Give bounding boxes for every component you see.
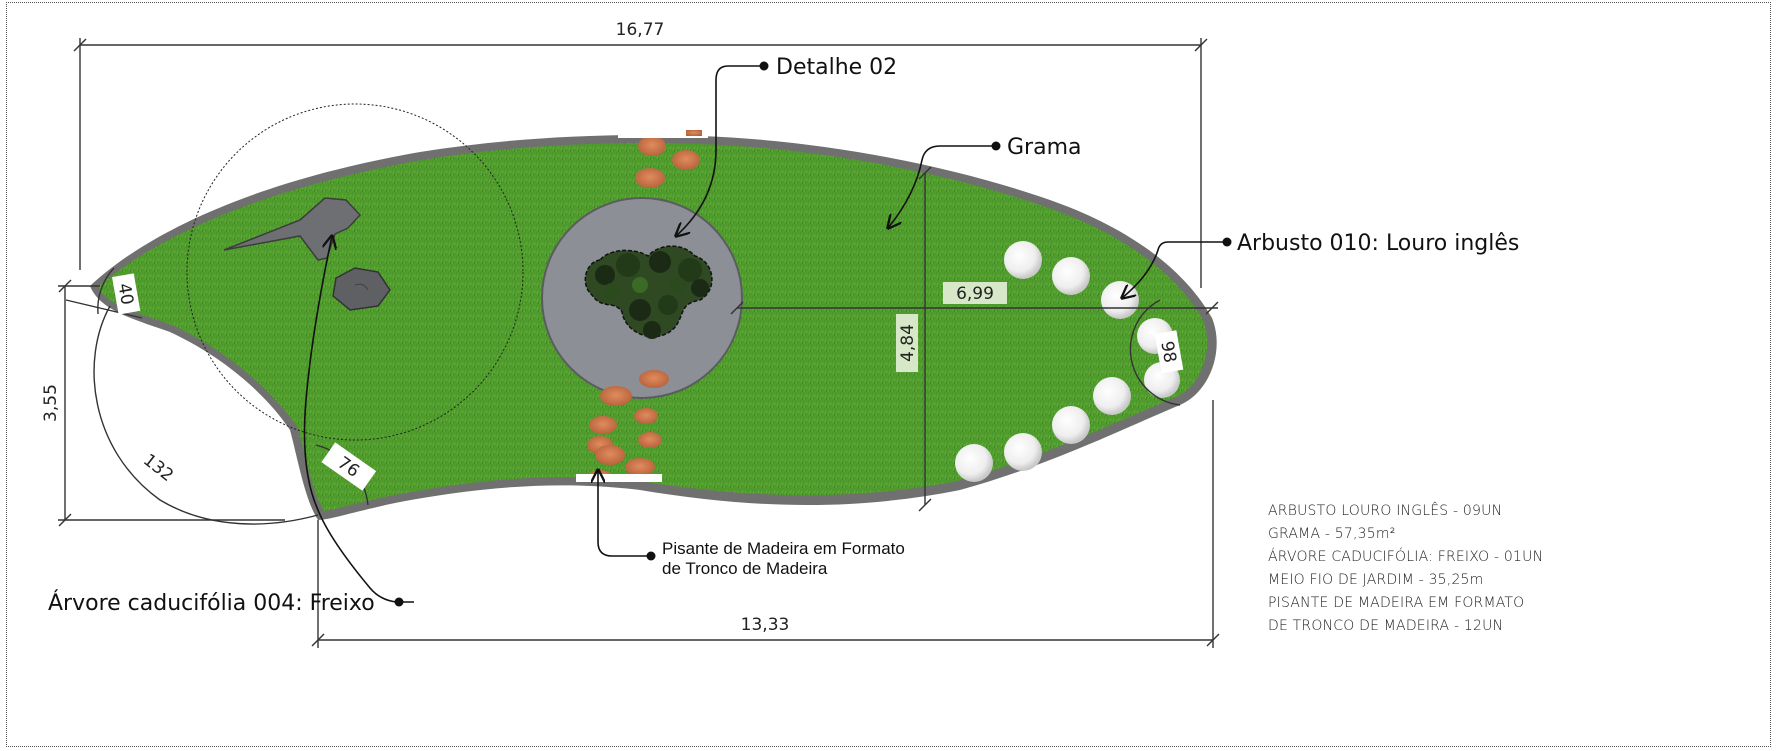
legend-item: ARBUSTO LOURO INGLÊS - 09UN (1268, 503, 1503, 519)
legend-item: MEIO FIO DE JARDIM - 35,25m (1268, 572, 1484, 588)
callout-detail: Detalhe 02 (676, 55, 897, 236)
legend-item: ÁRVORE CADUCIFÓLIA: FREIXO - 01UN (1268, 549, 1544, 565)
dimension-lines (58, 38, 1220, 648)
legend-item: PISANTE DE MADEIRA EM FORMATO (1268, 595, 1525, 611)
callout-stepping-line2: de Tronco de Madeira (662, 559, 828, 578)
callout-shrub: Arbusto 010: Louro inglês (1122, 231, 1519, 298)
legend-item: GRAMA - 57,35m² (1268, 526, 1396, 542)
callout-tree-label: Árvore caducifólia 004: Freixo (48, 590, 375, 616)
dim-tip-left: 40 (113, 282, 136, 307)
callout-grass: Grama (888, 135, 1082, 228)
callout-stepping-line1: Pisante de Madeira em Formato (662, 539, 905, 558)
dim-tip-right: 98 (1156, 340, 1179, 365)
callout-shrub-label: Arbusto 010: Louro inglês (1237, 231, 1519, 256)
rock-small (332, 267, 391, 311)
dim-left-height: 3,55 (41, 384, 61, 422)
dim-bottom-width: 13,33 (741, 615, 790, 635)
legend-item: DE TRONCO DE MADEIRA - 12UN (1268, 618, 1504, 634)
drawing-frame (6, 2, 1771, 747)
dim-right-span: 6,99 (956, 284, 994, 304)
dim-arc-left: 132 (139, 450, 177, 486)
quantities-legend: ARBUSTO LOURO INGLÊS - 09UN GRAMA - 57,3… (1268, 500, 1543, 638)
dim-center-height: 4,84 (898, 324, 918, 362)
planting-island (584, 245, 713, 339)
callout-detail-label: Detalhe 02 (776, 55, 897, 80)
callout-stepping: Pisante de Madeira em Formato de Tronco … (598, 470, 905, 578)
callout-tree: Árvore caducifólia 004: Freixo (48, 236, 414, 616)
wood-stepping-stones (587, 136, 700, 482)
callout-grass-label: Grama (1007, 135, 1082, 160)
tree-canopy-outline (186, 103, 524, 441)
dim-top-width: 16,77 (616, 20, 665, 40)
